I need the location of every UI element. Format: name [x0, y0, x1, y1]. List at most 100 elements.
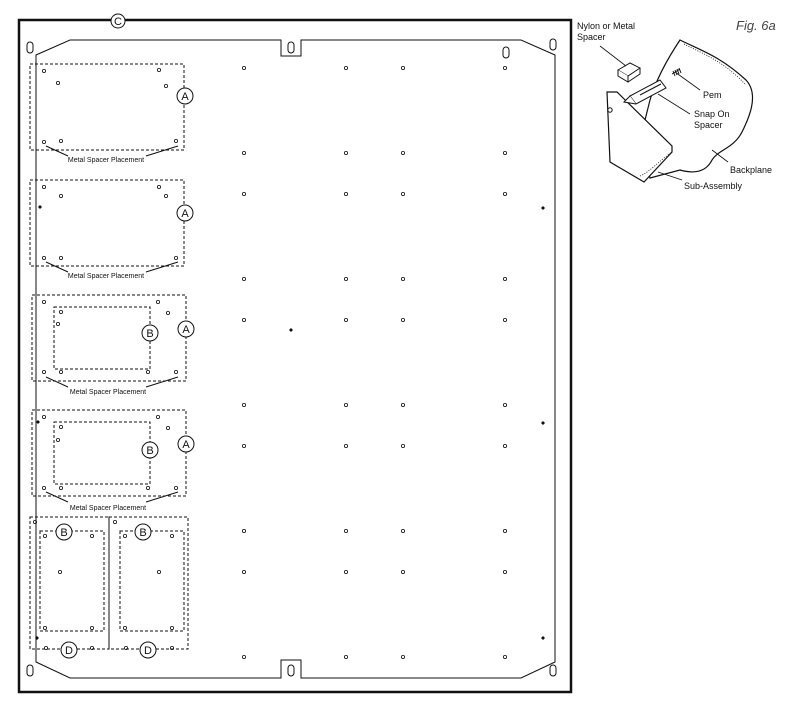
mounting-point-marker — [541, 636, 545, 640]
panel-outer-frame — [17, 18, 573, 694]
keyhole-slot — [549, 664, 557, 677]
zone-inner-callout-letter: B — [146, 445, 153, 457]
mounting-hole — [502, 655, 507, 660]
mounting-hole — [241, 443, 246, 448]
zone-inner-dashed-outline — [39, 530, 105, 632]
zone-callout-letter: A — [182, 324, 190, 336]
pem-label: Pem — [703, 90, 722, 100]
mounting-hole — [400, 276, 405, 281]
zone-dashed-outline — [29, 63, 185, 151]
mounting-hole — [502, 66, 507, 71]
keyhole-slot — [502, 46, 510, 59]
backplane-panel — [17, 18, 573, 694]
mounting-hole — [343, 191, 348, 196]
spacer-placement-label: Metal Spacer Placement — [68, 157, 144, 164]
mounting-hole — [502, 443, 507, 448]
zone-a-1: A Metal Spacer Placement — [29, 63, 194, 164]
mounting-hole — [343, 402, 348, 407]
spacer-placement-label: Metal Spacer Placement — [68, 273, 144, 280]
keyhole-slot — [26, 664, 34, 677]
mounting-point-marker — [36, 420, 40, 424]
panel-inner-outline — [35, 39, 556, 679]
spacer-placement-label: Metal Spacer Placement — [70, 389, 146, 396]
mounting-hole — [241, 317, 246, 322]
zone-a-3: A B Metal Spacer Placement — [31, 294, 195, 396]
leader-spacer — [599, 45, 627, 67]
zone-dashed-outline — [31, 294, 187, 382]
mounting-hole — [343, 276, 348, 281]
mounting-hole — [400, 317, 405, 322]
zone-bottom-callout-letter: D — [65, 645, 73, 657]
zone-bottom-callout-letter: D — [144, 645, 152, 657]
mounting-hole — [241, 66, 246, 71]
keyhole-slot — [287, 664, 295, 677]
zone-top-callout-letter: B — [60, 527, 67, 539]
zone-dashed-outline — [29, 179, 185, 267]
leader-pem — [674, 71, 701, 91]
mounting-hole — [502, 276, 507, 281]
spacer-label-line2: Spacer — [577, 32, 606, 42]
leader-backplane — [711, 149, 729, 163]
mounting-hole — [241, 150, 246, 155]
zone-top-callout-letter: B — [139, 527, 146, 539]
snap-on-label-line2: Spacer — [694, 120, 723, 130]
mounting-hole — [502, 150, 507, 155]
figure-label: Fig. 6a — [736, 18, 776, 33]
mounting-hole — [400, 402, 405, 407]
mounting-hole — [241, 402, 246, 407]
callout-c: C — [110, 13, 126, 29]
mounting-hole — [241, 529, 246, 534]
mounting-hole — [502, 529, 507, 534]
mounting-hole — [502, 317, 507, 322]
mounting-hole — [502, 570, 507, 575]
zone-inner-dashed-outline — [53, 306, 151, 370]
mounting-point-marker — [38, 205, 42, 209]
keyhole-slot — [549, 38, 557, 51]
mounting-hole — [400, 150, 405, 155]
leader-subassembly — [657, 171, 683, 181]
bottom-zone-right: B D — [108, 516, 189, 659]
mounting-hole — [400, 443, 405, 448]
mounting-hole — [241, 191, 246, 196]
edge-markers — [289, 206, 545, 640]
zone-inner-callout-letter: B — [146, 328, 153, 340]
mounting-point-marker — [541, 421, 545, 425]
mounting-hole — [400, 529, 405, 534]
mounting-hole — [502, 191, 507, 196]
mounting-hole — [343, 317, 348, 322]
snap-on-label-line1: Snap On — [694, 109, 730, 119]
zone-inner-dashed-outline — [119, 530, 185, 632]
zone-inner-dashed-outline — [53, 421, 151, 485]
mounting-hole — [400, 66, 405, 71]
mounting-point-marker — [35, 636, 39, 640]
mounting-hole — [343, 529, 348, 534]
zone-dashed-outline — [31, 409, 187, 497]
zone-callout-letter: A — [182, 439, 190, 451]
mounting-hole — [343, 66, 348, 71]
subassembly-label: Sub-Assembly — [684, 181, 743, 191]
backplane-label: Backplane — [730, 165, 772, 175]
leader-snap-on — [657, 93, 691, 115]
mounting-hole — [343, 150, 348, 155]
nylon-spacer — [617, 62, 641, 83]
keyhole-slot — [287, 41, 295, 54]
snap-on-spacer — [622, 79, 667, 105]
mounting-hole — [400, 191, 405, 196]
mounting-hole-grid — [241, 66, 507, 660]
mounting-hole — [241, 570, 246, 575]
spacer-placement-label: Metal Spacer Placement — [70, 505, 146, 512]
zone-a-4: A B Metal Spacer Placement — [31, 409, 195, 512]
mounting-hole — [241, 276, 246, 281]
mounting-point-marker — [289, 328, 293, 332]
keyhole-slots — [26, 38, 557, 677]
zone-a-2: A Metal Spacer Placement — [29, 179, 194, 280]
spacer-detail-illustration: Fig. 6a — [577, 18, 776, 191]
mounting-point-marker — [541, 206, 545, 210]
mounting-hole — [343, 655, 348, 660]
mounting-hole — [343, 570, 348, 575]
keyhole-slot — [26, 41, 34, 54]
zone-callout-letter: A — [181, 208, 189, 220]
mounting-hole — [400, 570, 405, 575]
zone-callout-letter: A — [181, 91, 189, 103]
